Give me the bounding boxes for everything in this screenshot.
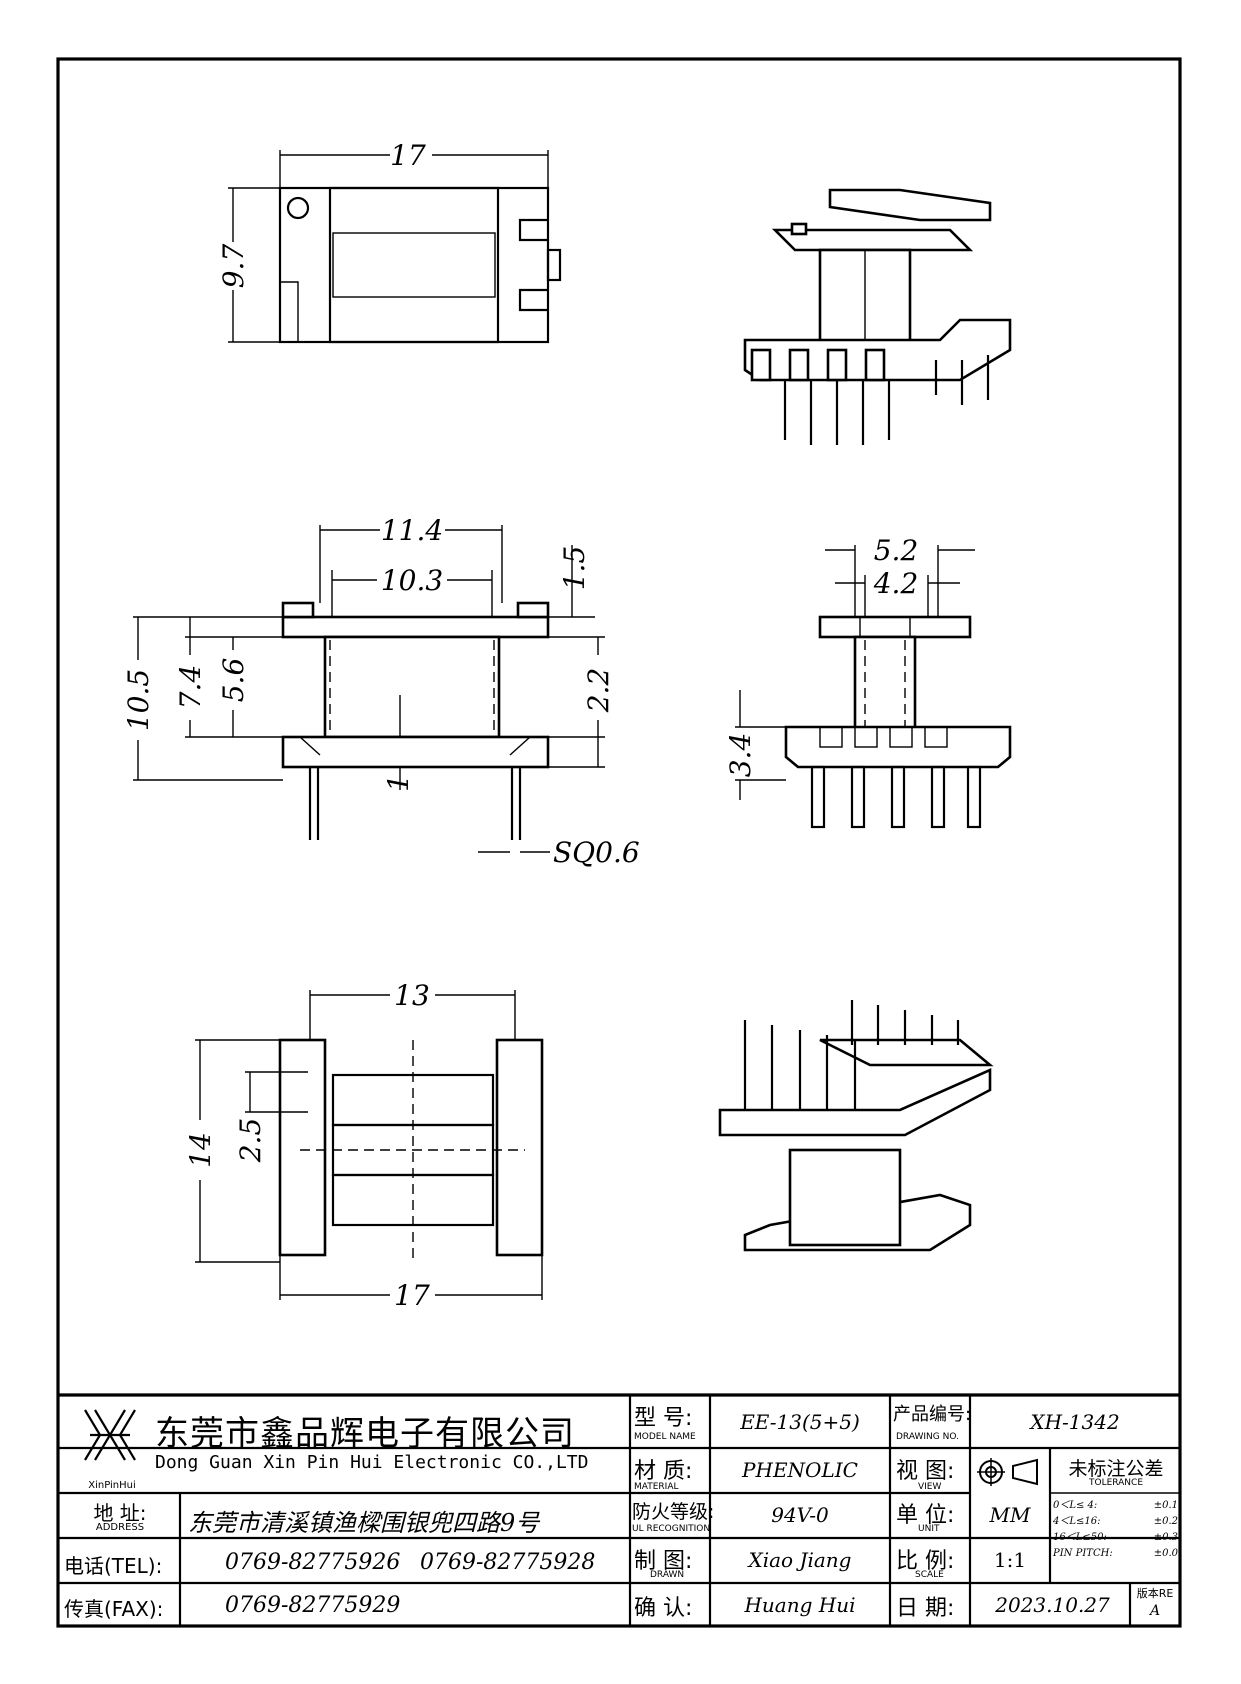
tolerance-title-en: TOLERANCE — [1088, 1478, 1144, 1488]
dim-top-height: 9.7 — [217, 244, 250, 289]
dim-side-pin-height: 3.4 — [724, 733, 757, 778]
dim-bottom-width-bottom: 17 — [394, 1279, 430, 1312]
company-name-en: Dong Guan Xin Pin Hui Electronic CO.,LTD — [155, 1452, 589, 1473]
version-value: A — [1149, 1603, 1161, 1619]
fax-value: 0769-82775929 — [225, 1593, 401, 1618]
dim-front-base: 1 — [382, 774, 415, 792]
tolerance-value: ±0.3 — [1153, 1532, 1178, 1543]
drawing-no-label-en: DRAWING NO. — [896, 1432, 959, 1442]
company-name-cn: 东莞市鑫品辉电子有限公司 — [155, 1414, 575, 1454]
top-view: 17 9.7 — [217, 139, 562, 344]
drawn-label: 制 图: — [634, 1549, 693, 1574]
address-label-en: ADDRESS — [95, 1522, 145, 1533]
tolerance-title: 未标注公差 — [1068, 1458, 1164, 1480]
dim-side-outer: 5.2 — [874, 534, 919, 567]
model-label: 型 号: — [634, 1406, 693, 1431]
drawing-no-value: XH-1342 — [1030, 1410, 1120, 1434]
address-value: 东莞市清溪镇渔樑围银兜四路9号 — [188, 1509, 540, 1537]
model-label-en: MODEL NAME — [634, 1432, 696, 1442]
ul-label: 防火等级: — [632, 1501, 715, 1523]
logo-text: XinPinHui — [88, 1480, 136, 1491]
dim-front-gap: 2.2 — [582, 668, 615, 714]
tolerance-value: ±0.2 — [1153, 1516, 1178, 1527]
unit-value: MM — [989, 1503, 1031, 1527]
dim-bottom-height: 14 — [184, 1132, 217, 1168]
confirm-label: 确 认: — [634, 1596, 693, 1621]
view-label: 视 图: — [896, 1459, 955, 1484]
ul-value: 94V-0 — [771, 1503, 829, 1527]
isometric-view-top — [743, 188, 1012, 445]
dim-front-pin: SQ0.6 — [553, 836, 640, 869]
fax-label: 传真(FAX): — [64, 1597, 164, 1621]
side-view: 5.2 4.2 3.4 — [724, 534, 1012, 829]
drawing-no-label: 产品编号: — [893, 1404, 972, 1425]
tolerance-table: 0＜L≤ 4: ±0.1 4＜L≤16: ±0.2 16＜L≤50: ±0.3 PIN… — [1053, 1498, 1178, 1562]
view-label-en: VIEW — [918, 1482, 942, 1492]
dim-top-width: 17 — [390, 139, 426, 172]
material-label-en: MATERIAL — [634, 1482, 679, 1492]
dim-front-flange: 1.5 — [558, 546, 591, 591]
unit-label-en: UNIT — [918, 1524, 940, 1534]
model-value: EE-13(5+5) — [740, 1410, 860, 1434]
dim-front-height-a: 7.4 — [174, 665, 207, 710]
address-label: 地 址: — [93, 1501, 147, 1525]
material-value: PHENOLIC — [742, 1458, 858, 1482]
title-block: XinPinHui — [58, 1393, 1180, 1626]
version-label: 版本RE — [1136, 1587, 1174, 1600]
tel-value-2: 0769-82775928 — [420, 1550, 596, 1575]
first-angle-projection-icon — [977, 1458, 1038, 1486]
front-view: 11.4 10.3 1.5 2.2 10.5 7.4 5.6 1 — [122, 514, 640, 869]
dim-front-total-height: 10.5 — [122, 669, 155, 731]
tolerance-range: 0＜L≤ 4: — [1053, 1500, 1098, 1511]
scale-label: 比 例: — [896, 1549, 955, 1574]
tolerance-value: ±0.1 — [1153, 1500, 1178, 1511]
ul-label-en: UL RECOGNITION — [632, 1524, 711, 1534]
view-projection-symbol — [975, 1456, 1045, 1488]
tel-label: 电话(TEL): — [64, 1554, 163, 1578]
confirm-value: Huang Hui — [744, 1593, 856, 1617]
drawing-border — [56, 57, 1182, 1628]
drawn-label-en: DRAWN — [650, 1570, 685, 1580]
dim-side-inner: 4.2 — [873, 567, 919, 600]
isometric-view-bottom — [718, 1000, 994, 1252]
scale-label-en: SCALE — [915, 1570, 944, 1580]
material-label: 材 质: — [634, 1459, 693, 1484]
bottom-view: 13 17 14 2.5 — [184, 979, 544, 1312]
scale-value: 1:1 — [993, 1548, 1027, 1572]
dim-front-inner-width: 10.3 — [381, 564, 443, 597]
tolerance-range: 16＜L≤50: — [1053, 1532, 1107, 1543]
unit-label: 单 位: — [896, 1503, 955, 1528]
tel-value-1: 0769-82775926 — [225, 1550, 401, 1575]
dim-bottom-width-top: 13 — [394, 979, 430, 1012]
tolerance-range: PIN PITCH: — [1053, 1548, 1113, 1559]
date-value: 2023.10.27 — [995, 1593, 1110, 1617]
company-logo: XinPinHui — [84, 1409, 136, 1491]
date-label: 日 期: — [896, 1596, 955, 1621]
dim-front-height-b: 5.6 — [217, 658, 250, 703]
drawn-value: Xiao Jiang — [748, 1548, 852, 1572]
dim-front-outer-width: 11.4 — [381, 514, 443, 547]
dim-bottom-pitch: 2.5 — [234, 1118, 267, 1164]
tolerance-range: 4＜L≤16: — [1053, 1516, 1101, 1527]
tolerance-value: ±0.0 — [1153, 1548, 1178, 1559]
